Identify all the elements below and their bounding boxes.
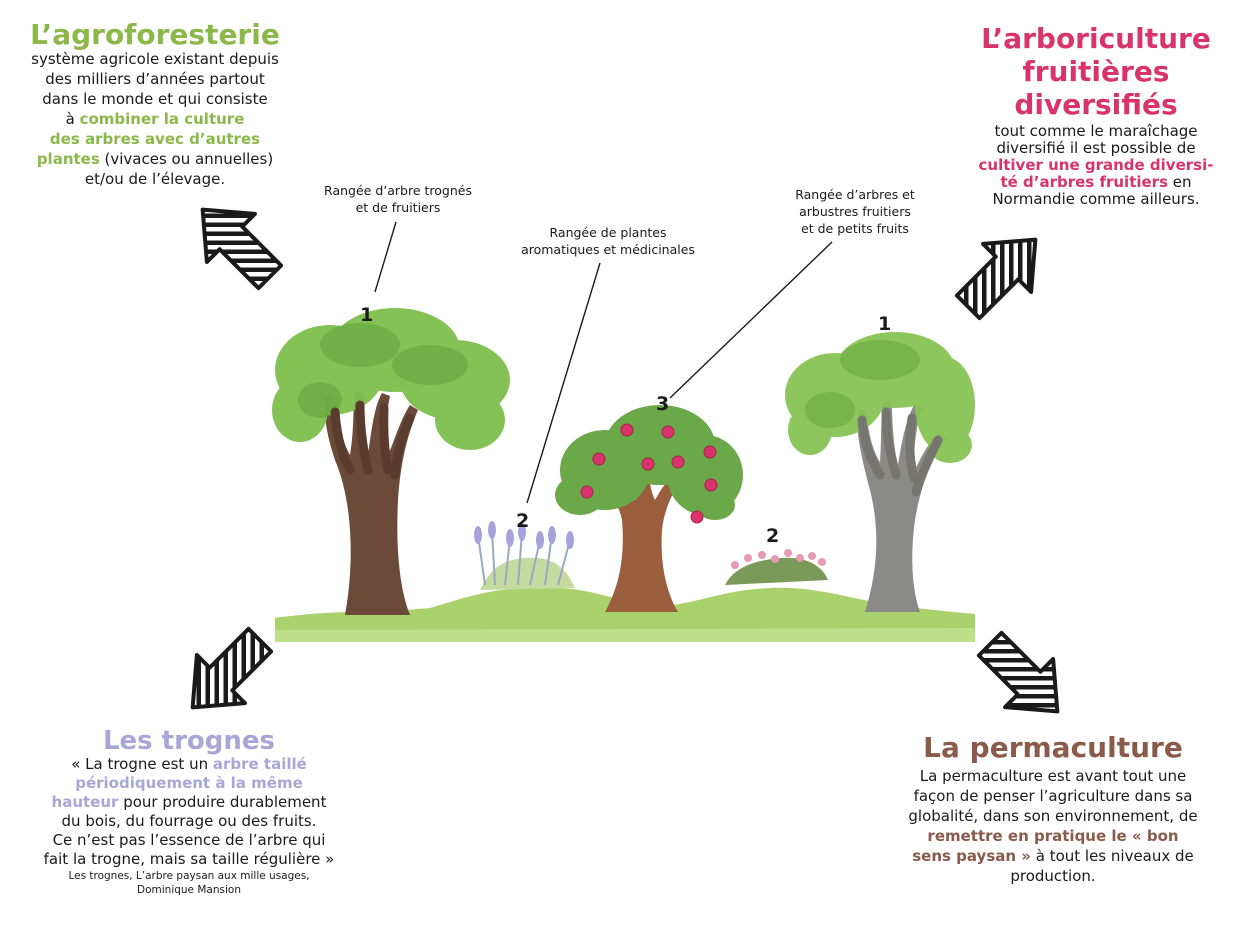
agroforesterie-text: système agricole existant depuis des mil… [20,49,290,189]
text-line: « La trogne est un arbre taillé [30,755,348,774]
row-2-label-line: Rangée de plantes [549,225,667,240]
text-line: diversifié il est possible de [996,139,1196,157]
trogne-tree-right [785,332,975,612]
leader-lines [374,221,833,504]
pink-shrub [725,549,828,585]
text-line: plantes (vivaces ou annuelles) [20,149,290,169]
text-line: La permaculture est avant tout une [919,767,1187,786]
text-line: Normandie comme ailleurs. [992,190,1200,208]
agroforesterie-block: L’agroforesterie système agricole exista… [20,20,290,189]
permaculture-text: La permaculture est avant tout une façon… [900,766,1206,886]
text-line: fait la trogne, mais sa taille régulière… [43,850,335,869]
row-1-label-line: et de fruitiers [355,200,441,215]
text-fragment: à [65,110,80,129]
row-number-2-right: 2 [766,525,780,547]
arboriculture-text: tout comme le maraîchage diversifié il e… [962,123,1230,208]
highlight-text: combiner la culture [79,110,245,129]
lavender-plant [474,521,575,590]
highlight-text: sens paysan » [912,847,1031,866]
text-line: té d’arbres fruitiers en [962,174,1230,191]
text-fragment: en [1168,173,1192,191]
text-line: sens paysan » à tout les niveaux de [900,846,1206,866]
arboriculture-title: L’arboriculture fruitières diversifiés [962,22,1230,121]
row-3-label-line: et de petits fruits [801,221,909,236]
arrow-down-right-icon [976,630,1060,714]
quote-source: Les trognes, L’arbre paysan aux mille us… [68,870,310,883]
highlight-text: cultiver une grande diversi- [978,156,1214,174]
text-line: à combiner la culture [20,109,290,129]
fruit-tree-center [555,405,743,612]
text-fragment: à tout les niveaux de [1030,847,1194,866]
row-2-label-line: aromatiques et médicinales [521,242,695,257]
highlight-text: plantes [36,150,100,169]
highlight-text: té d’arbres fruitiers [1000,173,1169,191]
highlight-text: remettre en pratique le « bon [927,827,1179,846]
title-line: L’arboriculture [981,22,1211,55]
agroforesterie-title: L’agroforesterie [30,18,280,51]
trognes-block: Les trognes « La trogne est un arbre tai… [30,726,348,897]
trognes-quote: « La trogne est un arbre taillé périodiq… [30,755,348,869]
highlight-text: arbre taillé [212,755,307,774]
text-line: et/ou de l’élevage. [84,170,226,189]
text-fragment: (vivaces ou annuelles) [99,150,274,169]
arrow-down-left-icon [190,626,274,710]
text-line: hauteur pour produire durablement [30,793,348,812]
trognes-title: Les trognes [102,726,276,756]
highlight-text: hauteur [51,793,119,812]
row-number-1-left: 1 [360,304,374,326]
title-line: fruitières [1022,55,1170,88]
text-line: dans le monde et qui consiste [42,90,268,109]
text-fragment: « La trogne est un [71,755,213,774]
title-line: diversifiés [1014,88,1178,121]
row-3-label-line: Rangée d’arbres et [795,187,915,202]
quote-author: Dominique Mansion [137,884,241,897]
text-line: globalité, dans son environnement, de [908,807,1198,826]
text-line: tout comme le maraîchage [994,122,1198,140]
row-1-label: Rangée d’arbre trognés et de fruitiers [300,182,496,216]
trogne-tree-left [272,308,510,615]
text-line: façon de penser l’agriculture dans sa [913,787,1193,806]
permaculture-block: La permaculture La permaculture est avan… [900,733,1206,886]
text-fragment: pour produire durablement [118,793,327,812]
text-line: système agricole existant depuis [31,50,279,69]
row-3-label-line: arbustres fruitiers [799,204,911,219]
text-line: du bois, du fourrage ou des fruits. [61,812,317,831]
row-number-1-right: 1 [878,313,892,335]
arrow-up-left-icon [200,207,284,291]
ground [275,587,975,642]
row-number-3: 3 [656,393,670,415]
permaculture-title: La permaculture [923,731,1183,764]
arboriculture-block: L’arboriculture fruitières diversifiés t… [962,22,1230,208]
row-3-label: Rangée d’arbres et arbustres fruitiers e… [770,186,940,237]
row-1-label-line: Rangée d’arbre trognés [324,183,472,198]
highlight-text: des arbres avec d’autres [49,130,261,149]
text-line: des milliers d’années partout [45,70,265,89]
arrow-up-right-icon [954,237,1038,321]
row-number-2-left: 2 [516,510,530,532]
row-2-label: Rangée de plantes aromatiques et médicin… [505,224,711,258]
text-line: Ce n’est pas l’essence de l’arbre qui [52,831,326,850]
text-line: production. [1010,867,1096,886]
highlight-text: périodiquement à la même [75,774,303,793]
